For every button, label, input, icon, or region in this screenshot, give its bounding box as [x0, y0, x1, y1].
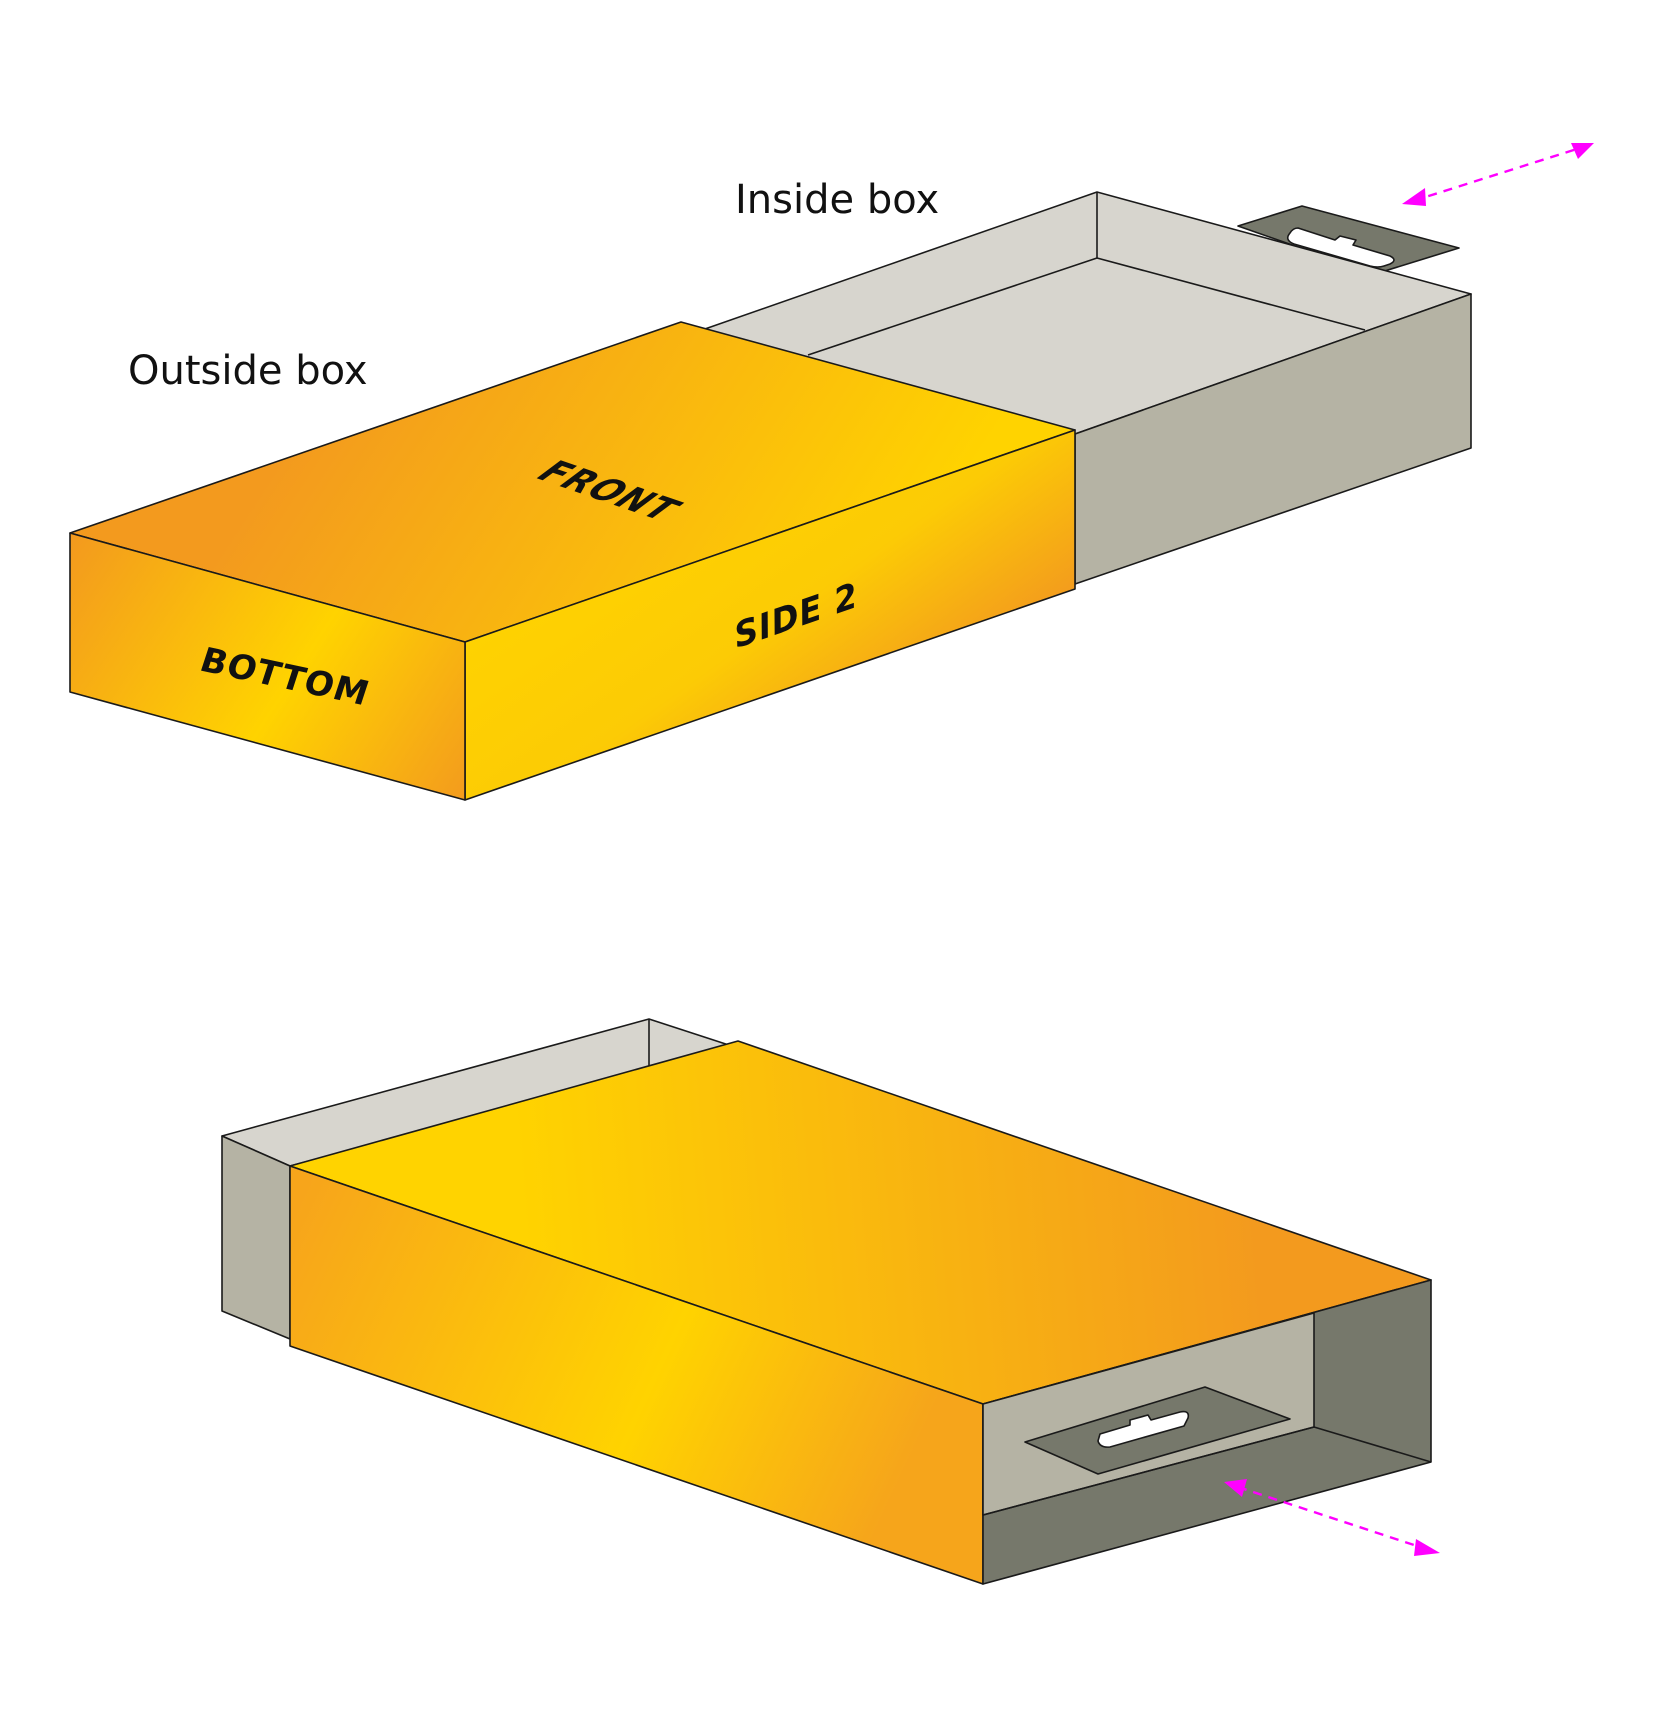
- inside-box-label: Inside box: [735, 177, 939, 223]
- arrow-head-right-bottom: [1414, 1539, 1440, 1556]
- arrow-head-right: [1571, 143, 1594, 159]
- hang-tab-inside-slot: [1097, 1410, 1190, 1448]
- bottom-illustration: [221, 1018, 1440, 1585]
- arrow-head-left-bottom: [1224, 1479, 1247, 1497]
- inside-box-tray: [701, 191, 1472, 585]
- sleeve-bottom-face: [69, 532, 466, 801]
- pull-arrow-bottom: [1224, 1479, 1440, 1556]
- tray-back-side: [221, 1135, 291, 1340]
- tray-inside-bottom: [982, 1426, 1315, 1516]
- outside-box-sleeve: [69, 321, 1076, 801]
- outside-box-label: Outside box: [128, 348, 368, 394]
- tray-inside-edge: [1313, 1426, 1432, 1463]
- pull-arrow-top: [1402, 143, 1594, 206]
- arrow-head-left: [1402, 188, 1426, 206]
- pull-arrow-line: [1412, 146, 1581, 203]
- top-illustration: FRONT SIDE 2 BOTTOM Inside box Outside b…: [69, 143, 1594, 801]
